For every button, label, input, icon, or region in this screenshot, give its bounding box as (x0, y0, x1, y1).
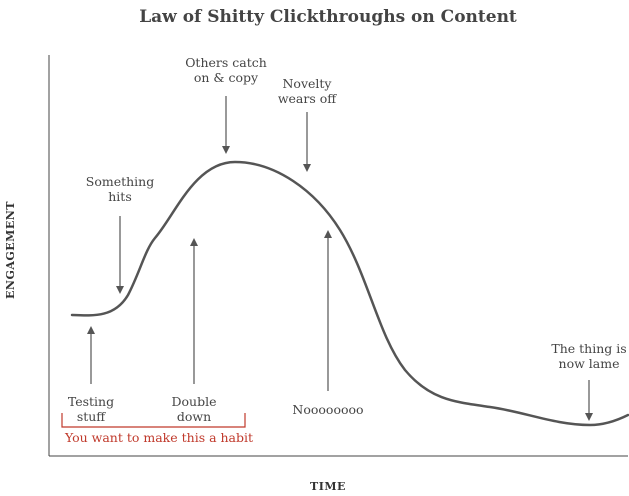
annotation-line: Noooooooo (292, 402, 363, 417)
chart-title: Law of Shitty Clickthroughs on Content (139, 7, 517, 27)
annotation-line: wears off (278, 91, 337, 106)
annotation-line: on & copy (194, 70, 259, 85)
habit-bracket-line (61, 413, 246, 428)
annotation-line: Others catch (185, 55, 267, 70)
annotation-line: now lame (559, 356, 620, 371)
annotation-line: Double (172, 394, 217, 409)
annotation-line: Testing (68, 394, 114, 409)
engagement-curve (70, 160, 629, 427)
annotation-line: hits (108, 189, 132, 204)
x-axis-label: TIME (310, 480, 346, 493)
annotation-line: down (177, 409, 211, 424)
annotation-line: stuff (77, 409, 106, 424)
habit-note: You want to make this a habit (64, 430, 253, 445)
annotation-line: Novelty (282, 76, 332, 91)
y-axis-label: ENGAGEMENT (4, 201, 17, 299)
annotation-line: The thing is (551, 341, 626, 356)
habit-bracket: You want to make this a habit (61, 413, 253, 445)
annotation-nooooo: Noooooooo (292, 402, 363, 417)
annotation-line: Something (86, 174, 154, 189)
